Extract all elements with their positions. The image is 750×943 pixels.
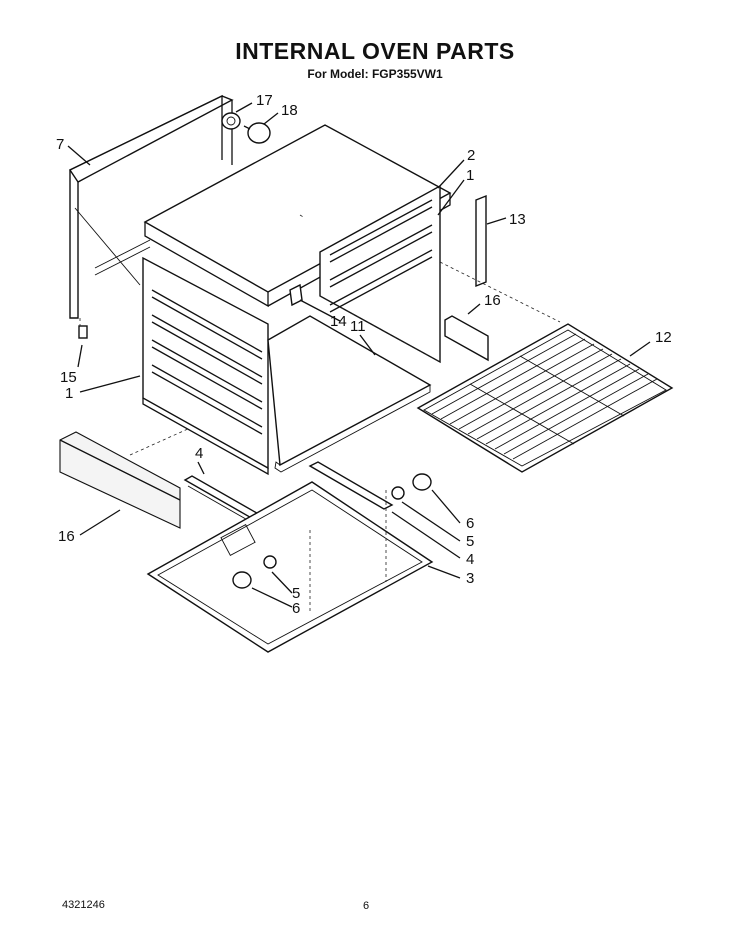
- oven-top-part: [143, 124, 452, 308]
- callout-4-right: 4: [466, 551, 474, 568]
- vertical-strip-part: [439, 194, 561, 323]
- oven-rack-part: [416, 323, 674, 473]
- callout-6-left: 6: [292, 600, 300, 617]
- bracket-part: [289, 283, 303, 307]
- callout-11: 11: [350, 318, 366, 335]
- page-number: 6: [363, 900, 370, 912]
- callout-2: 2: [467, 147, 475, 164]
- callout-14: 14: [330, 313, 347, 330]
- callout-15: 15: [60, 369, 77, 386]
- right-trim-part: [444, 315, 489, 362]
- callout-16-left: 16: [58, 528, 75, 545]
- callout-17: 17: [256, 92, 273, 109]
- callout-18: 18: [281, 102, 298, 119]
- callout-6-right: 6: [466, 515, 474, 532]
- callout-1-upper: 1: [466, 167, 474, 184]
- light-socket-part: [221, 112, 241, 130]
- callout-13: 13: [509, 211, 526, 228]
- leader-lines: [67, 102, 651, 608]
- callout-5-right: 5: [466, 533, 474, 550]
- burner-rail-right-part: [308, 461, 394, 510]
- callout-3: 3: [466, 570, 474, 587]
- callout-16-right: 16: [484, 292, 501, 309]
- light-bulb-part: [243, 122, 271, 144]
- knob-lower-part: [232, 555, 277, 589]
- front-frame-part: [68, 94, 234, 319]
- callout-7: 7: [56, 136, 64, 153]
- callout-4-left: 4: [195, 445, 203, 462]
- clip-part: [78, 318, 88, 339]
- left-side-wall-part: [142, 256, 269, 476]
- right-side-wall-part: [319, 184, 441, 364]
- page-title: INTERNAL OVEN PARTS: [235, 38, 515, 64]
- model-subtitle: For Model: FGP355VW1: [307, 67, 443, 81]
- left-trim-part: [59, 427, 191, 529]
- callout-1-lower: 1: [65, 385, 73, 402]
- callout-12: 12: [655, 329, 672, 346]
- knob-upper-part: [391, 473, 432, 500]
- callout-5-left: 5: [292, 585, 300, 602]
- part-number: 4321246: [62, 899, 105, 911]
- oven-bottom-part: [267, 315, 432, 473]
- bottom-tray-part: [146, 481, 434, 653]
